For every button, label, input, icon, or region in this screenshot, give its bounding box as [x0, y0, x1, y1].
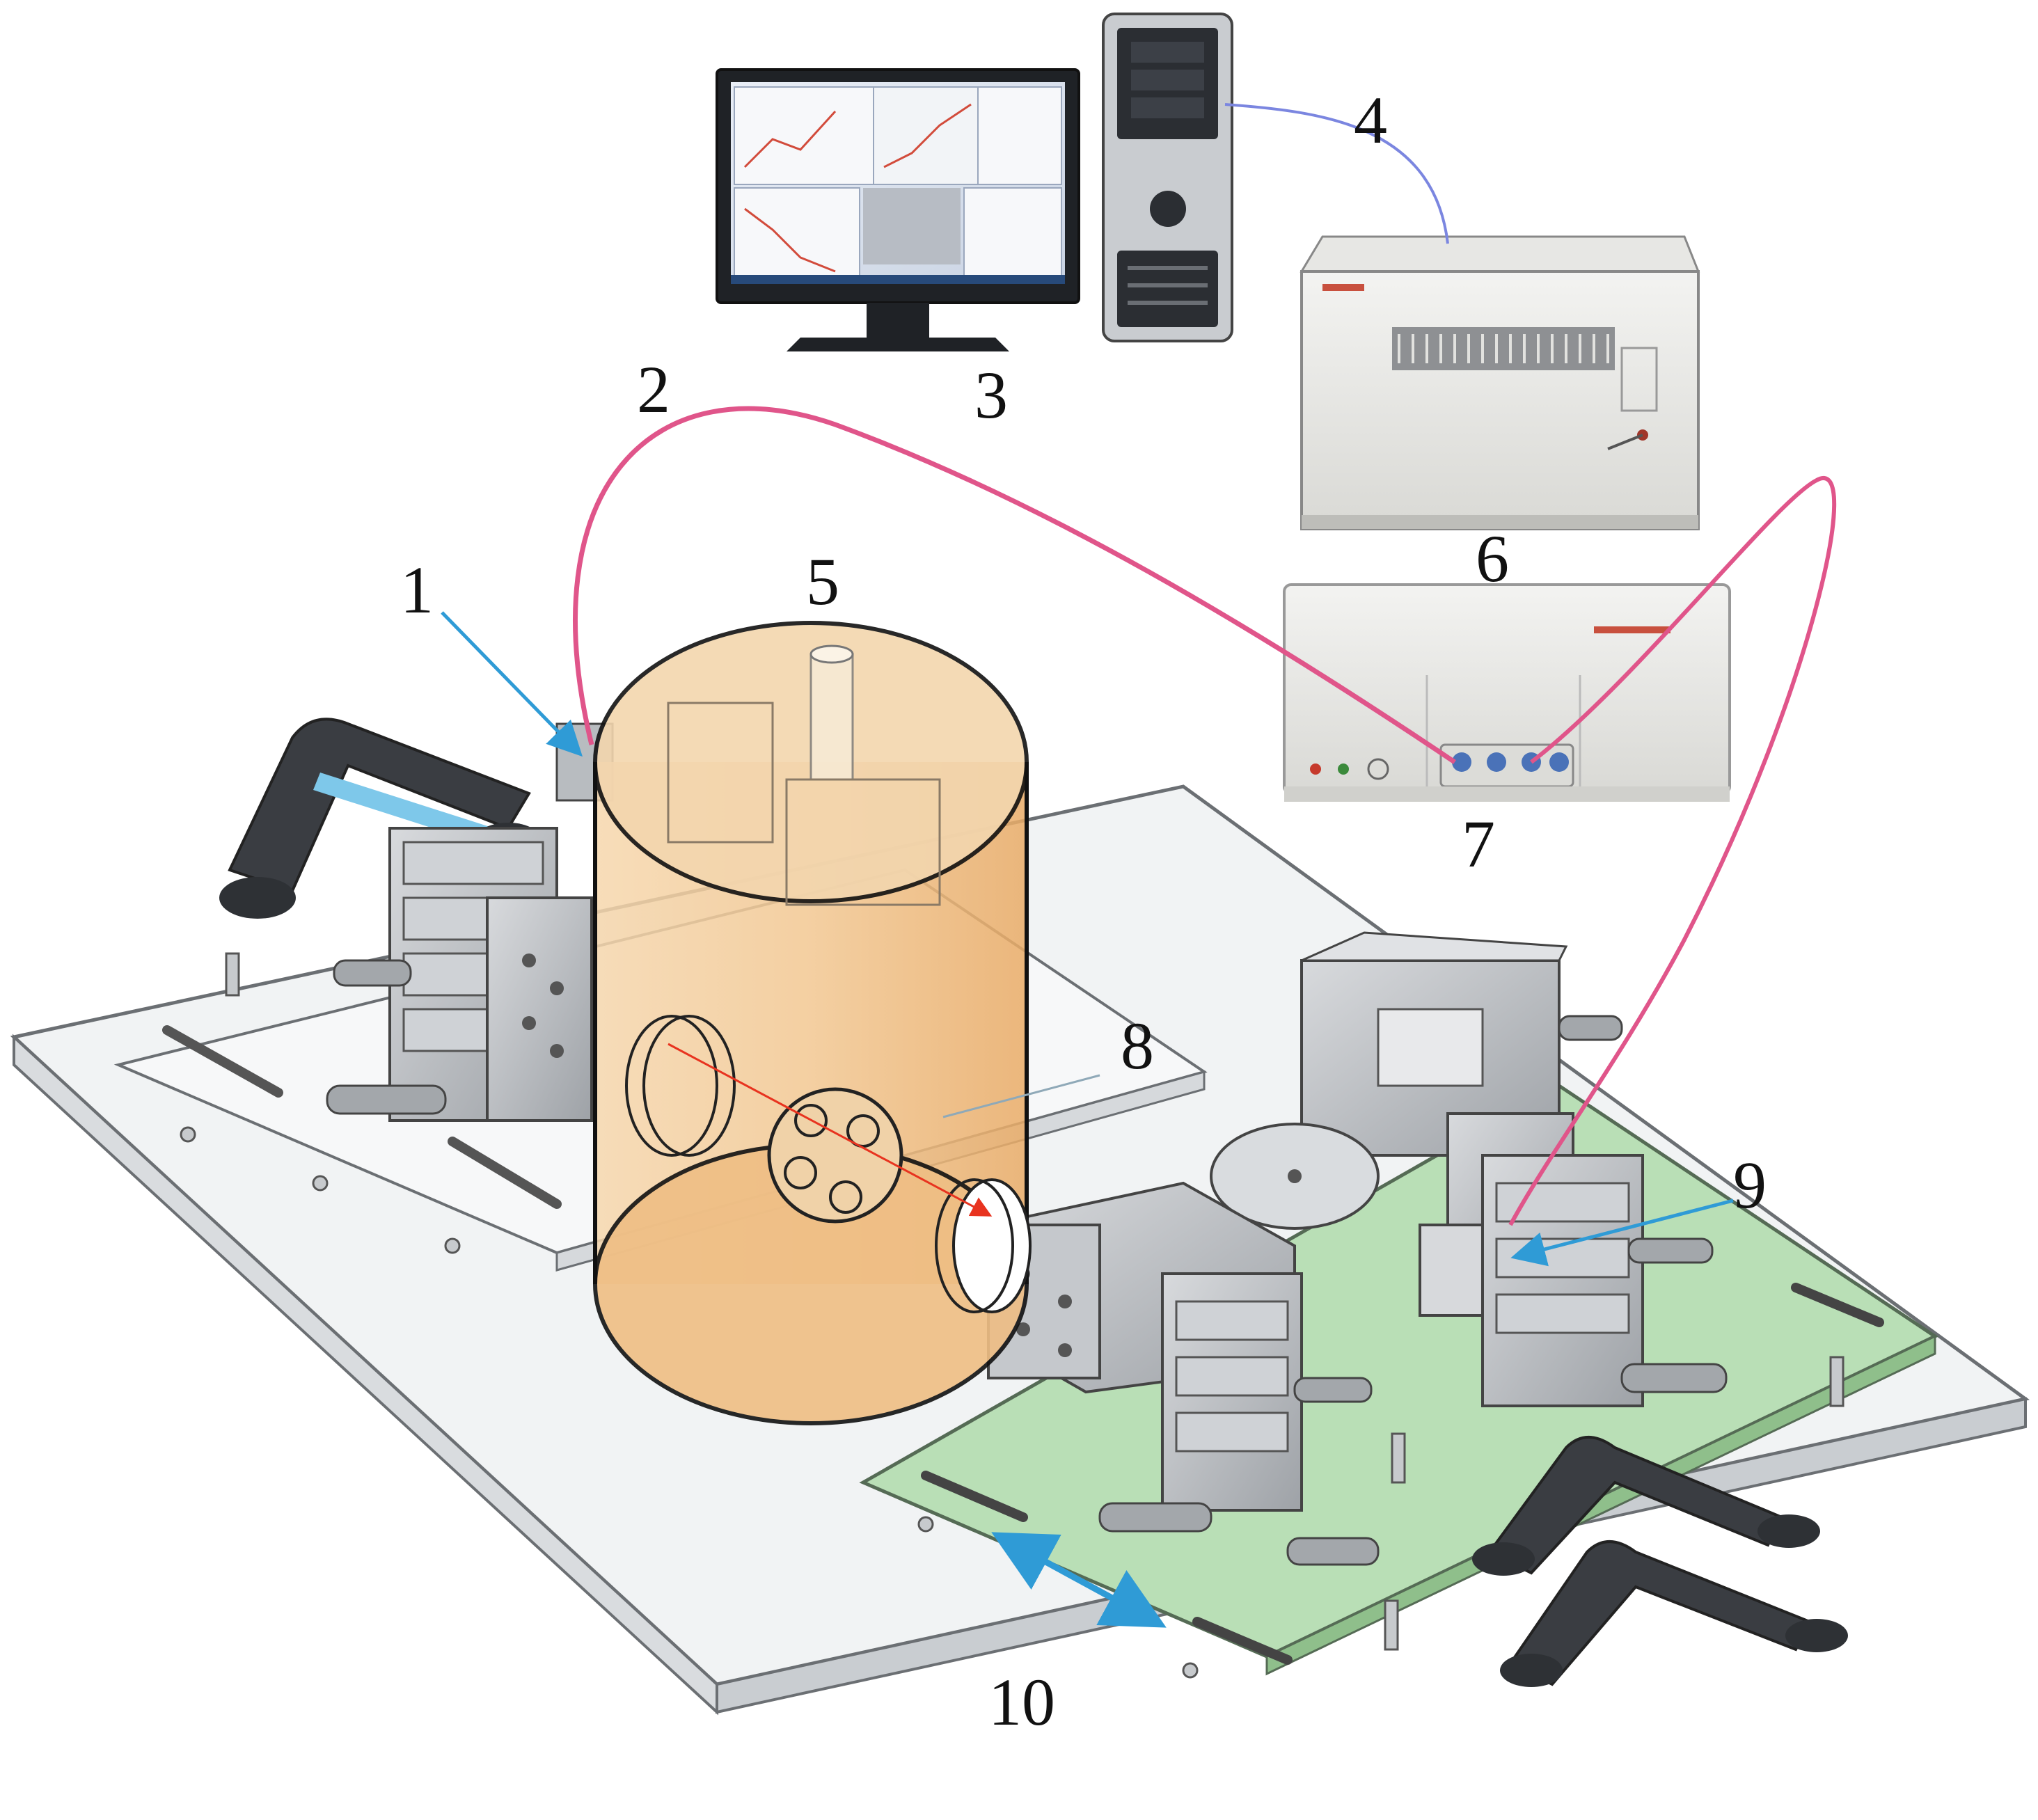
- label-6: 6: [1476, 521, 1509, 596]
- monitor-icon: [716, 68, 1080, 351]
- label-10: 10: [988, 1665, 1055, 1739]
- cable-4: [1224, 103, 1449, 244]
- label-1: 1: [400, 553, 434, 627]
- cable-2-pink: [573, 406, 1456, 764]
- pc-tower-icon: [1102, 13, 1233, 342]
- instrument-box-icon: [1300, 235, 1700, 530]
- label-8: 8: [1121, 1008, 1154, 1083]
- label-7: 7: [1462, 807, 1495, 881]
- label-3: 3: [974, 358, 1008, 432]
- right-carry-handles: [1472, 1436, 1848, 1687]
- vacuum-chamber: [593, 621, 1032, 1425]
- plate-pins: [180, 952, 1845, 1679]
- label-4: 4: [1354, 83, 1387, 157]
- leader-lines: [441, 611, 1734, 1628]
- label-2: 2: [637, 352, 670, 427]
- label-9: 9: [1733, 1148, 1767, 1222]
- label-5: 5: [806, 544, 839, 619]
- cable-pink-right: [1508, 476, 1837, 1226]
